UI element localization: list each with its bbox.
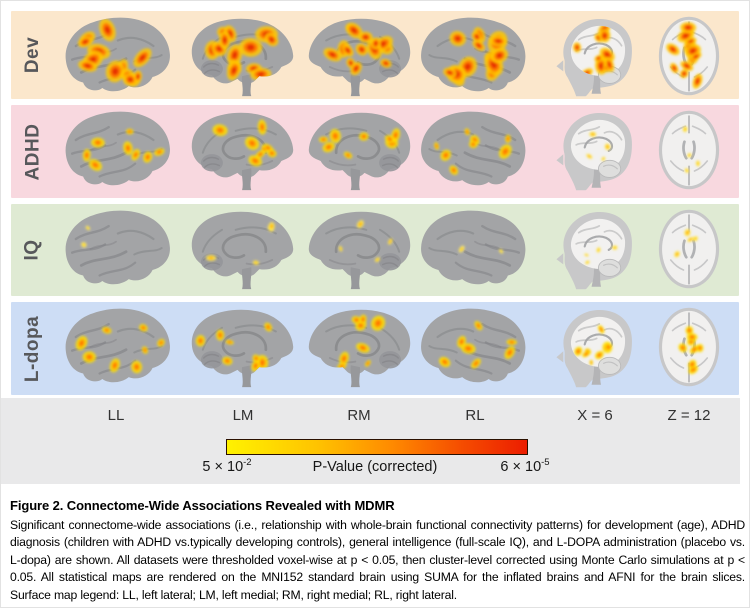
column-label-rm: RM [347,407,371,424]
brain-surface-lm [181,207,305,291]
colorbar-min-label: 5 × 10-2 [202,457,252,475]
brain-surface-rl [413,305,537,389]
brain-surface-rl [413,108,537,192]
colorbar-gradient [226,439,528,455]
colorbar-max-label: 6 × 10-5 [500,457,550,475]
brain-surface-rm [297,14,421,98]
caption-body: Significant connectome-wide associations… [10,518,745,602]
brain-surface-rl [413,207,537,291]
brain-images-dev [11,11,739,99]
colorbar-title: P-Value (corrected) [312,459,438,475]
column-label-ll: LL [107,407,125,424]
column-label-x6: X = 6 [577,407,613,424]
brain-surface-ll [54,305,178,389]
brain-surface-rm [297,108,421,192]
row-band-adhd: ADHD [11,105,739,198]
brain-images-adhd [11,105,739,198]
row-band-dev: Dev [11,11,739,99]
brain-surface-ll [54,207,178,291]
brain-surface-rm [297,305,421,389]
colorbar-min-exp: -2 [243,457,252,469]
brain-images-iq [11,204,739,296]
colorbar-max-exp: -5 [541,457,550,469]
brain-surface-lm [181,14,305,98]
colorbar-min-base: 5 × 10 [202,459,244,475]
figure-caption: Figure 2. Connectome-Wide Associations R… [10,498,745,604]
brain-slice-sagittal [552,14,638,98]
column-label-lm: LM [232,407,254,424]
row-band-iq: IQ [11,204,739,296]
column-label-rl: RL [465,407,485,424]
brain-images-ldopa [11,302,739,395]
brain-surface-lm [181,305,305,389]
brain-slice-sagittal [552,108,638,192]
colorbar-max-base: 6 × 10 [500,459,542,475]
caption-title: Figure 2. Connectome-Wide Associations R… [10,498,395,513]
brain-slice-axial [656,108,722,192]
brain-slice-sagittal [552,305,638,389]
column-label-z12: Z = 12 [667,407,711,424]
brain-slice-axial [656,207,722,291]
brain-slice-axial [656,14,722,98]
axis-label-strip: LL LM RM RL X = 6 Z = 12 5 × 10-2 P-Valu… [1,398,740,484]
brain-surface-rl [413,14,537,98]
brain-surface-ll [54,14,178,98]
brain-surface-ll [54,108,178,192]
brain-surface-rm [297,207,421,291]
brain-slice-sagittal [552,207,638,291]
row-band-ldopa: L-dopa [11,302,739,395]
brain-surface-lm [181,108,305,192]
brain-slice-axial [656,305,722,389]
